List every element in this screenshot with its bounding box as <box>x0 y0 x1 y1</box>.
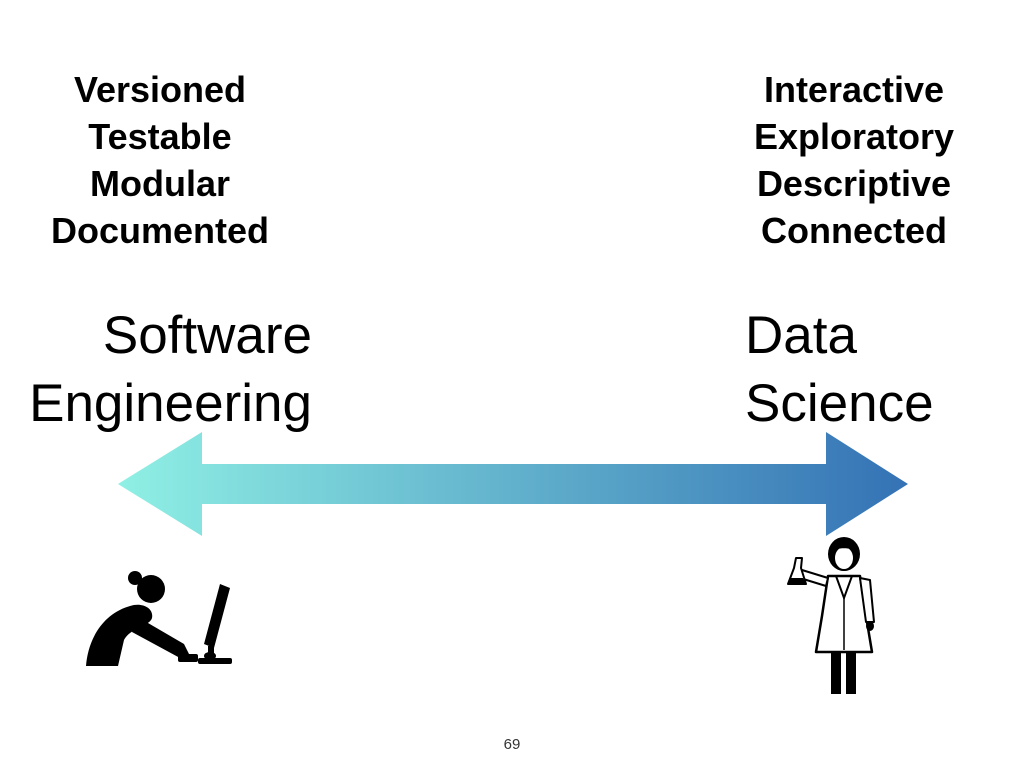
attribute-testable: Testable <box>88 116 232 157</box>
page-number: 69 <box>503 736 521 753</box>
double-headed-arrow-icon <box>118 432 908 536</box>
software-engineering-attributes: Versioned Testable Modular Documented <box>20 66 300 254</box>
heading-line-2: Engineering <box>29 374 312 433</box>
person-at-computer-icon <box>86 571 232 666</box>
data-science-attributes: Interactive Exploratory Descriptive Conn… <box>714 66 994 254</box>
attribute-descriptive: Descriptive <box>756 163 952 204</box>
attribute-documented: Documented <box>50 210 270 251</box>
data-science-heading: Data Science <box>745 302 934 438</box>
heading-line-2: Science <box>745 374 934 433</box>
heading-line-1: Software <box>102 306 312 365</box>
attribute-interactive: Interactive <box>763 69 945 110</box>
attribute-modular: Modular <box>90 163 230 204</box>
heading-line-1: Data <box>745 306 857 365</box>
attribute-exploratory: Exploratory <box>753 116 955 157</box>
attribute-versioned: Versioned <box>73 69 247 110</box>
attribute-connected: Connected <box>760 210 947 251</box>
scientist-with-flask-icon <box>787 537 875 694</box>
software-engineering-heading: Software Engineering <box>0 302 312 438</box>
